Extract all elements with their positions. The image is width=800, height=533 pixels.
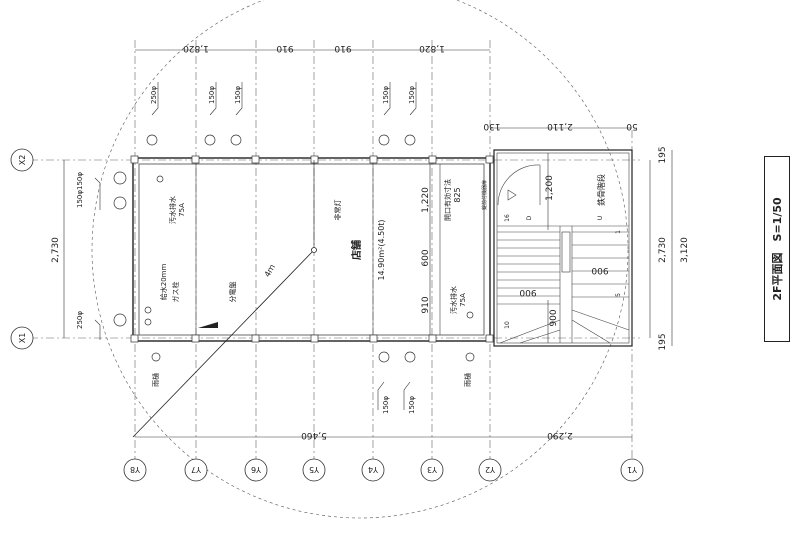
grid-label-y4: Y4 xyxy=(368,465,379,474)
stair-mark-5: 5 xyxy=(615,293,622,297)
emergency-light-mark xyxy=(311,247,317,253)
dim-top-1: 1,820 xyxy=(183,43,209,53)
stair-mark-1: 1 xyxy=(615,230,622,234)
dim-top-3: 910 xyxy=(334,43,351,53)
title-frame xyxy=(764,156,790,342)
grid-label-y1: Y1 xyxy=(627,465,638,474)
dim-stair-900a: 900 xyxy=(519,287,536,297)
stair-mark-d: D xyxy=(526,215,533,220)
sewage-left-size: 75A xyxy=(178,203,186,217)
dim-mid-2110: 2,110 xyxy=(547,121,573,131)
interior-lines xyxy=(195,164,441,335)
grid-label-y8: Y8 xyxy=(130,465,141,474)
stair-mark-u: U xyxy=(597,216,604,220)
downspout-left: 雨樋 xyxy=(151,373,160,387)
room-area: 14.90m²(4.50t) xyxy=(377,219,386,280)
pipe-label-150-150: 150φ150φ xyxy=(76,172,84,208)
dimension-lines xyxy=(63,49,673,438)
dim-stair-900c: 900 xyxy=(549,309,559,326)
pipe-label-150-f: 150φ xyxy=(408,396,416,414)
radius-label: 4ｍ xyxy=(263,263,277,279)
lock-label: 錠前付機器扉 xyxy=(481,180,488,210)
stair-mark-10: 10 xyxy=(504,321,511,329)
pipe-label-150-e: 150φ xyxy=(382,396,390,414)
grid-label-x2: X2 xyxy=(18,155,27,166)
sewage-right-label: 汚水排水 xyxy=(449,286,458,314)
dim-room-1220: 1,220 xyxy=(421,187,431,213)
stair-mark-16: 16 xyxy=(504,214,511,222)
dim-top-2: 910 xyxy=(276,43,293,53)
door-swing xyxy=(497,164,541,206)
downspout-right: 雨樋 xyxy=(463,373,472,387)
pipe-markers xyxy=(113,134,475,363)
drawing-title: 2F平面図 S=1/50 xyxy=(770,197,784,301)
room-name: 店舗 xyxy=(350,240,363,260)
water-label: 給水20mm xyxy=(159,264,168,301)
dim-right-a: 2,730 xyxy=(658,237,668,263)
sewage-left-label: 汚水排水 xyxy=(168,196,177,224)
grid-label-y5: Y5 xyxy=(309,465,320,474)
dim-top-4: 1,820 xyxy=(419,43,445,53)
grid-label-y3: Y3 xyxy=(427,465,438,474)
grid-lines xyxy=(30,40,640,460)
grid-label-y7: Y7 xyxy=(191,465,202,474)
top-dims: 1,820 910 910 1,820 5,460 2,290 130 2,11… xyxy=(183,43,638,440)
opening-dim: 825 xyxy=(453,187,462,202)
dim-mid-50: 50 xyxy=(626,121,638,131)
grid-label-y6: Y6 xyxy=(251,465,262,474)
dim-bottom-left: 5,460 xyxy=(301,430,327,440)
stair-handrail xyxy=(561,231,571,273)
pipe-leaders xyxy=(94,82,417,410)
stair-area xyxy=(493,149,633,347)
dim-left-total: 2,730 xyxy=(51,237,61,263)
wall-posts xyxy=(130,155,494,343)
room-labels: 店舗 14.90m²(4.50t) 非常灯 4ｍ 分電盤 ガス栓 給水20mm … xyxy=(151,174,622,387)
grid-bubbles xyxy=(10,148,644,482)
pipe-label-250-left: 250φ xyxy=(76,311,84,329)
radius-line xyxy=(132,249,315,438)
pipe-label-150-c: 150φ xyxy=(382,86,390,104)
pipe-label-250-top: 250φ xyxy=(150,86,158,104)
pipe-label-150-a: 150φ xyxy=(208,86,216,104)
panel-mark xyxy=(198,322,218,328)
dim-stair-1200: 1,200 xyxy=(545,175,555,201)
pipe-label-150-d: 150φ xyxy=(408,86,416,104)
dim-right-195-bot: 195 xyxy=(658,333,668,350)
side-dims: 2,730 2,730 3,120 195 195 910 600 1,220 … xyxy=(51,146,690,350)
emergency-light-label: 非常灯 xyxy=(333,200,342,221)
arrow-mark xyxy=(507,189,517,201)
dim-room-600: 600 xyxy=(421,249,431,266)
sewage-right-size: 75A xyxy=(459,293,467,307)
gas-label: ガス栓 xyxy=(171,282,180,303)
dim-right-195-top: 195 xyxy=(658,146,668,163)
opening-label: 開口有効寸法 xyxy=(443,179,452,221)
grid-label-y2: Y2 xyxy=(485,465,496,474)
stair-treads xyxy=(497,225,630,344)
grid-label-group: Y8 Y7 Y6 Y5 Y4 Y3 Y2 Y1 X2 X1 xyxy=(18,155,638,474)
panel-label: 分電盤 xyxy=(228,282,237,303)
stair-label: 鉄骨階段 xyxy=(596,174,606,206)
dim-mid-130: 130 xyxy=(483,121,500,131)
pipe-label-150-b: 150φ xyxy=(234,86,242,104)
dim-bottom-right: 2,290 xyxy=(547,430,573,440)
dim-room-910: 910 xyxy=(421,296,431,313)
radius-circle xyxy=(91,0,629,519)
grid-label-x1: X1 xyxy=(18,333,27,344)
dim-right-b: 3,120 xyxy=(680,237,690,263)
pipe-labels: 250φ 150φ 150φ 150φ 150φ 150φ 150φ 150φ1… xyxy=(76,86,416,414)
dim-stair-900b: 900 xyxy=(591,265,608,275)
